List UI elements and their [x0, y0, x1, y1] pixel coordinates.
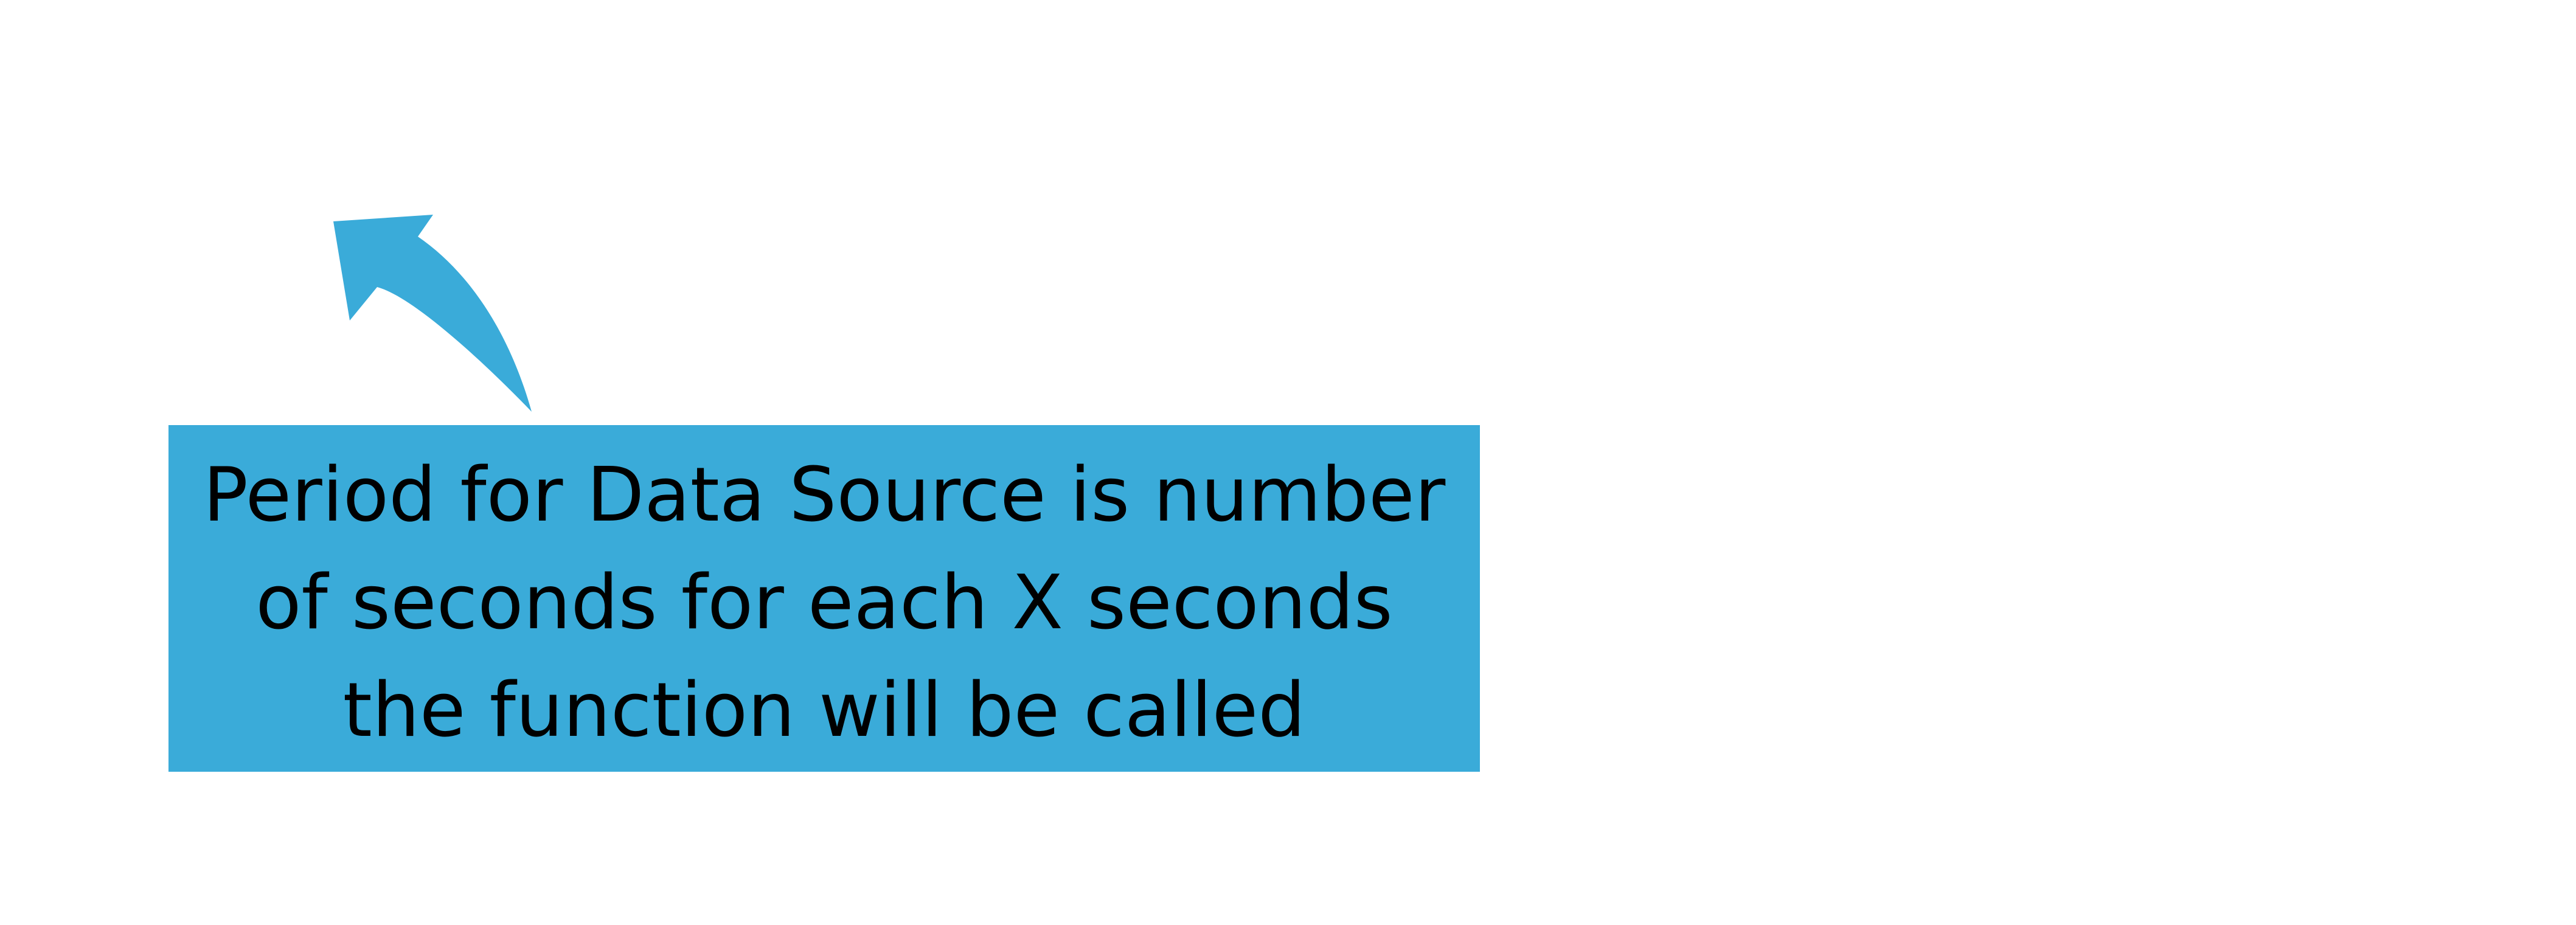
- callout-text: Period for Data Source is number of seco…: [203, 451, 1446, 754]
- curved-arrow-shape: [333, 215, 532, 412]
- callout-box: Period for Data Source is number of seco…: [168, 425, 1480, 772]
